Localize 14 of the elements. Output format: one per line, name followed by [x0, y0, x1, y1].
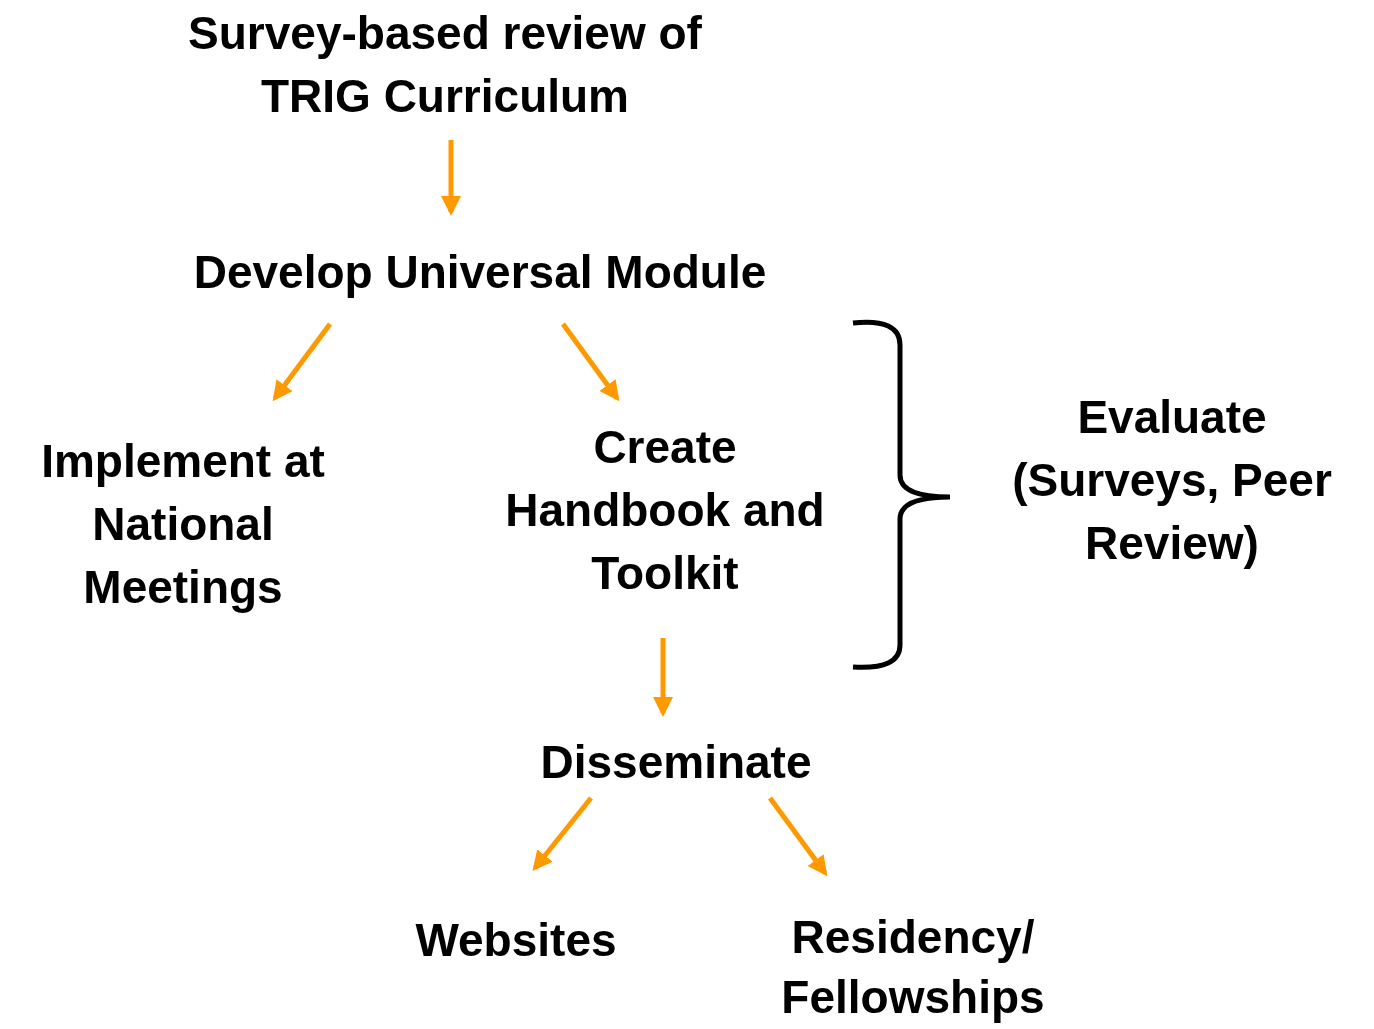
step-text: Residency/ Fellowships	[743, 873, 1083, 1027]
step-text: Websites	[376, 868, 656, 970]
step-text: Create Handbook and Toolkit	[475, 398, 855, 638]
arrow	[441, 140, 461, 216]
step-text: Develop Universal Module	[120, 212, 840, 324]
arrow	[272, 322, 332, 402]
arrow	[768, 796, 828, 877]
step-text: Survey-based review of TRIG Curriculum	[155, 2, 735, 140]
arrow	[532, 796, 593, 872]
step-text: Evaluate (Surveys, Peer Review)	[977, 386, 1367, 575]
step-text: Implement at National Meetings	[8, 398, 358, 619]
arrow	[653, 638, 673, 717]
arrow	[560, 322, 620, 402]
step-text: Disseminate	[496, 713, 856, 798]
